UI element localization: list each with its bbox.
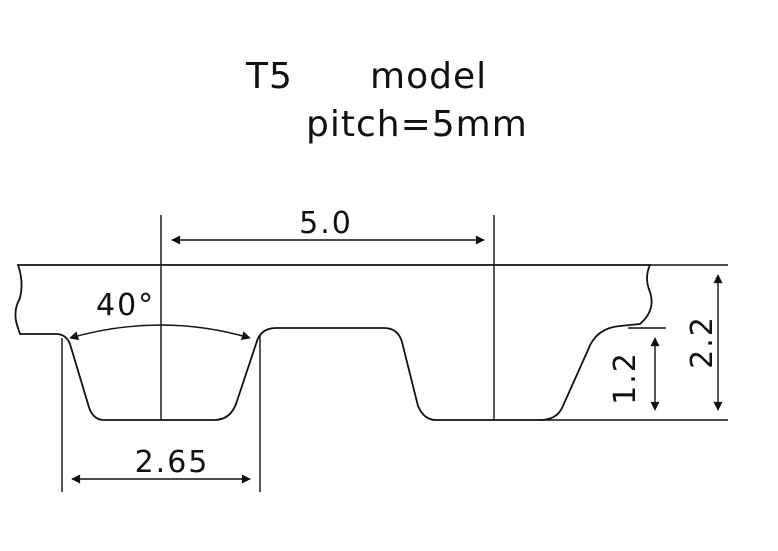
model-code: T5: [246, 56, 293, 97]
angle-label: 40°: [96, 288, 155, 323]
angle-arc: [69, 324, 251, 341]
pitch-label: pitch=5mm: [306, 104, 528, 145]
belt-profile: [14, 264, 653, 421]
tooth-height-label: 1.2: [608, 351, 643, 405]
tooth-width-label: 2.65: [135, 445, 210, 480]
model-label: model: [370, 56, 488, 97]
pitch-dimension-label: 5.0: [299, 206, 353, 241]
total-height-label: 2.2: [685, 315, 720, 369]
